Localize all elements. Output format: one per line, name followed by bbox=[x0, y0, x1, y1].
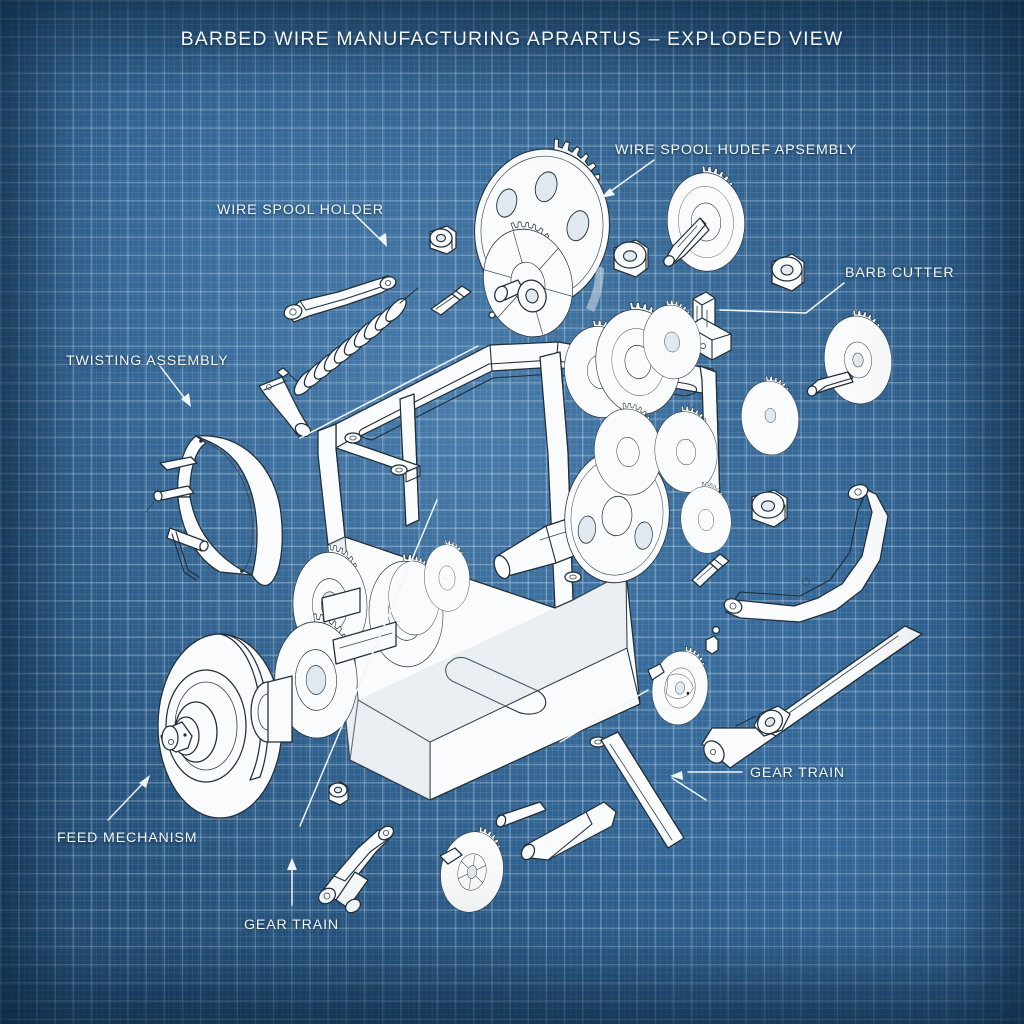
callout-feed-mechanism: FEED MECHANISM bbox=[57, 830, 198, 846]
page-title: BARBED WIRE MANUFACTURING APRARTUS – EXP… bbox=[180, 28, 844, 50]
callout-wire-spool-hudef-apsembly: WIRE SPOOL HUDEF APSEMBLY bbox=[615, 142, 857, 158]
callout-twisting-assembly: TWISTING ASSEMBLY bbox=[66, 353, 229, 369]
callout-wire-spool-holder: WIRE SPOOL HOLDER bbox=[217, 202, 384, 218]
callout-gear-train-right: GEAR TRAIN bbox=[750, 765, 845, 781]
callout-gear-train-bottom: GEAR TRAIN bbox=[244, 917, 339, 933]
callout-barb-cutter: BARB CUTTER bbox=[845, 265, 955, 281]
